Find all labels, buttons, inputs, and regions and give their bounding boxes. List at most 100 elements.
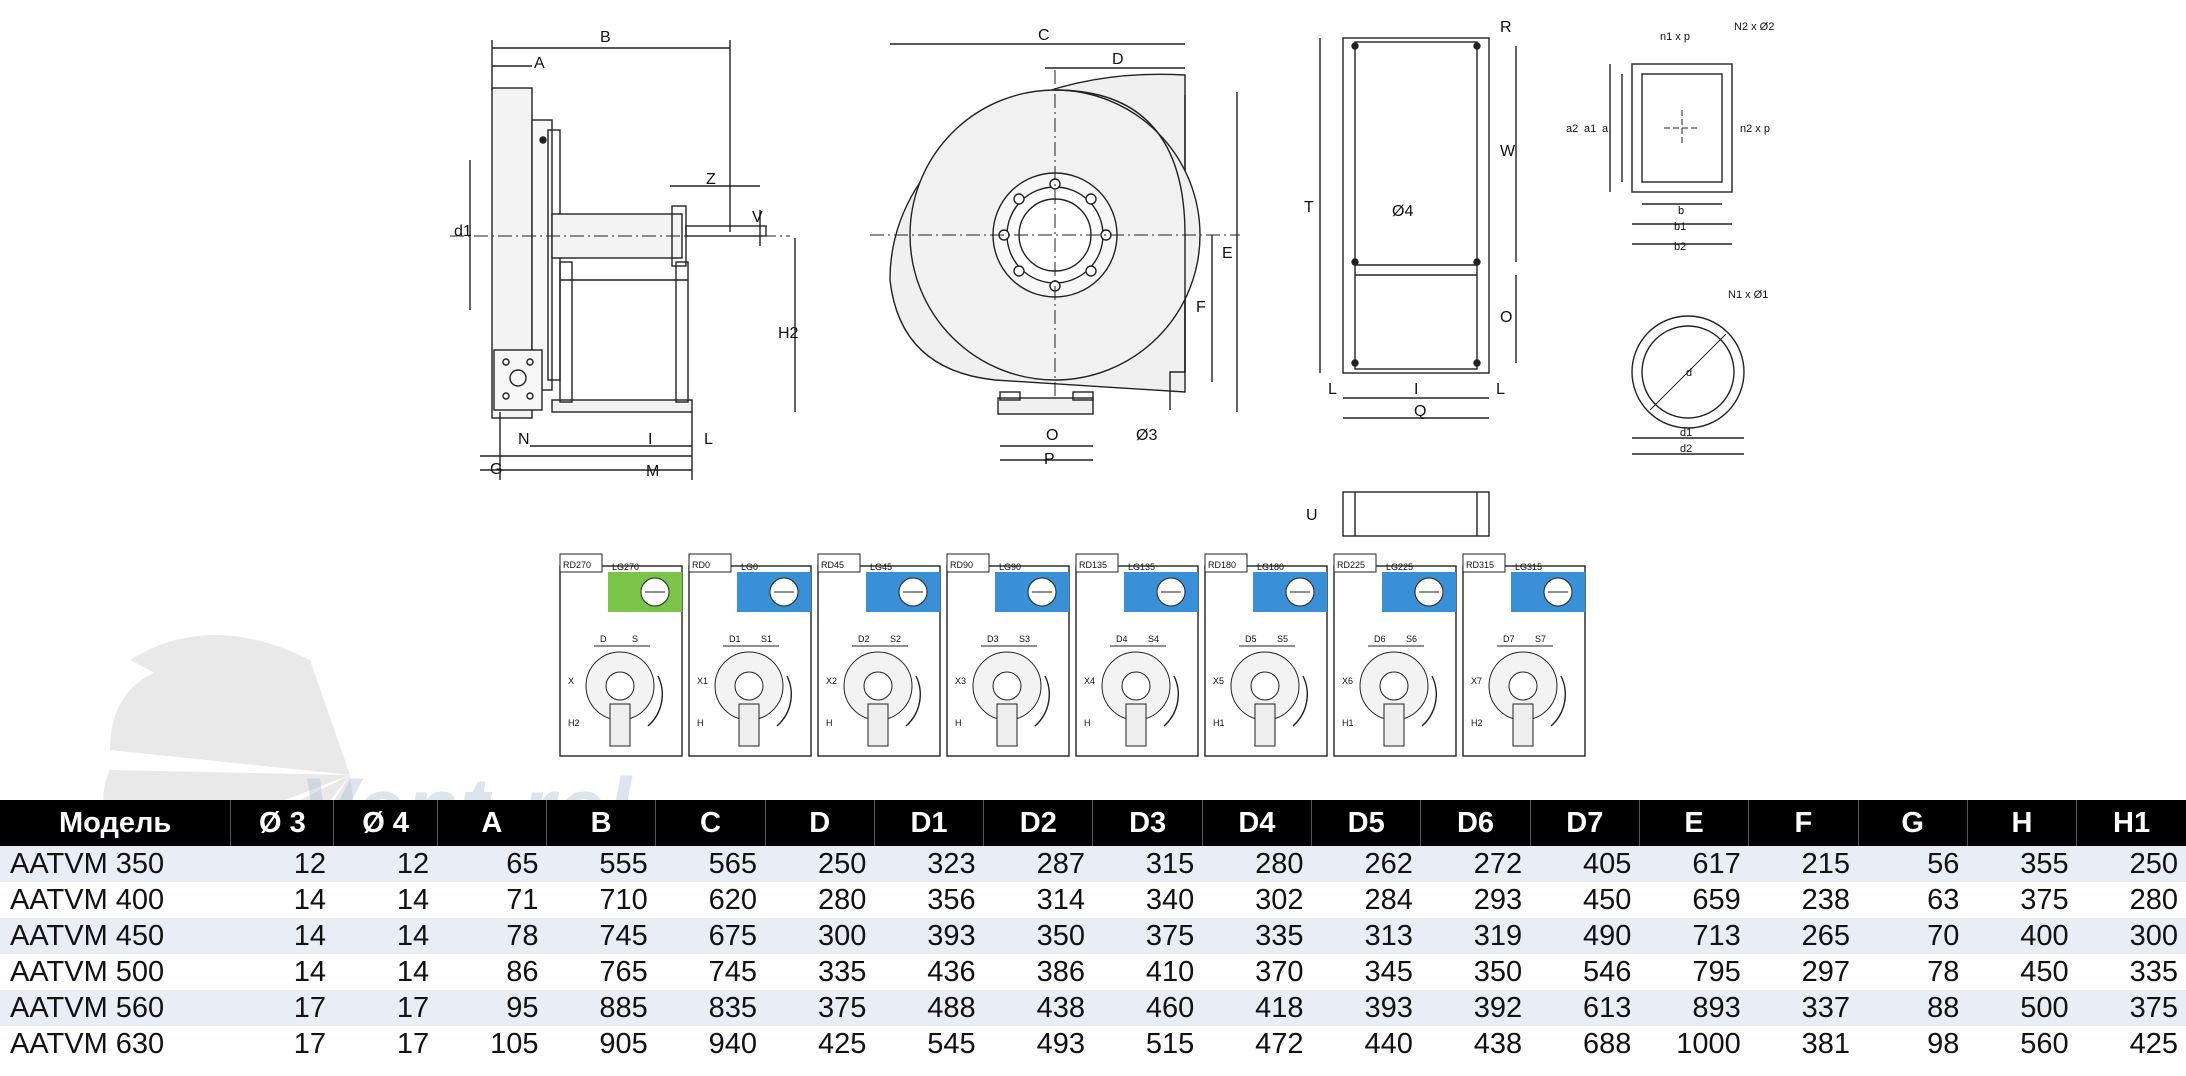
dim-s-label: S7 xyxy=(1535,634,1546,644)
dim-label: C xyxy=(1038,27,1050,44)
dim-d-label: D7 xyxy=(1503,634,1515,644)
model-cell: AATVM 400 xyxy=(0,882,231,918)
value-cell: 392 xyxy=(1420,990,1531,1026)
value-cell: 893 xyxy=(1639,990,1749,1026)
value-cell: 340 xyxy=(1092,882,1203,918)
rotation-arrow-icon xyxy=(1034,675,1050,727)
value-cell: 293 xyxy=(1420,882,1531,918)
fan-inlet-sketch xyxy=(992,671,1022,701)
rd-label: RD270 xyxy=(563,560,591,570)
dim-label: Ø4 xyxy=(1392,203,1413,220)
value-cell: 14 xyxy=(333,918,438,954)
header-model: Модель xyxy=(0,800,231,846)
frame-view xyxy=(1319,37,1517,537)
value-cell: 375 xyxy=(2076,990,2186,1026)
dim-label: F xyxy=(1196,299,1206,316)
dim-label: R xyxy=(1500,19,1512,36)
dim-s-label: S3 xyxy=(1019,634,1030,644)
dim-d-label: D6 xyxy=(1374,634,1386,644)
dim-d-label: D2 xyxy=(858,634,870,644)
square-flange xyxy=(1609,63,1733,245)
rd-label-box xyxy=(817,553,861,573)
rd-label-box xyxy=(1462,553,1506,573)
value-cell: 335 xyxy=(765,954,875,990)
value-cell: 17 xyxy=(333,990,438,1026)
lg-label: LG270 xyxy=(612,562,639,572)
value-cell: 280 xyxy=(1202,846,1312,882)
value-cell: 95 xyxy=(437,990,547,1026)
value-cell: 500 xyxy=(1967,990,2077,1026)
value-cell: 300 xyxy=(765,918,875,954)
value-cell: 405 xyxy=(1530,846,1640,882)
value-cell: 250 xyxy=(2076,846,2186,882)
value-cell: 105 xyxy=(437,1026,547,1062)
value-cell: 12 xyxy=(333,846,438,882)
value-cell: 613 xyxy=(1530,990,1640,1026)
value-cell: 375 xyxy=(1092,918,1203,954)
dim-label: a2 xyxy=(1566,123,1578,135)
value-cell: 323 xyxy=(874,846,984,882)
value-cell: 393 xyxy=(874,918,984,954)
header-a: A xyxy=(436,800,547,846)
dim-label: A xyxy=(534,55,545,72)
value-cell: 438 xyxy=(983,990,1093,1026)
dim-label: b xyxy=(1678,205,1684,217)
lg-label: LG180 xyxy=(1257,562,1284,572)
rd-label-box xyxy=(946,553,990,573)
dim-label: b1 xyxy=(1674,221,1686,233)
dim-d-label: D4 xyxy=(1116,634,1128,644)
dim-h-label: H1 xyxy=(1342,718,1354,728)
dim-x-label: X5 xyxy=(1213,676,1224,686)
header-d3: D3 xyxy=(1092,800,1203,846)
value-cell: 215 xyxy=(1748,846,1859,882)
value-cell: 713 xyxy=(1639,918,1749,954)
rd-label-box xyxy=(688,553,732,573)
rd-label: RD90 xyxy=(950,560,973,570)
header-g: G xyxy=(1857,800,1968,846)
fan-base-sketch xyxy=(1254,703,1276,747)
rd-label-box xyxy=(1333,553,1377,573)
lg-label: LG225 xyxy=(1386,562,1413,572)
dim-x-label: X xyxy=(568,676,574,686)
fan-base-sketch xyxy=(609,703,631,747)
dim-label: I xyxy=(648,431,652,448)
value-cell: 272 xyxy=(1420,846,1531,882)
value-cell: 425 xyxy=(2076,1026,2186,1062)
value-cell: 314 xyxy=(983,882,1093,918)
dim-d-label: D3 xyxy=(987,634,999,644)
specification-table: Модель Ø 3 Ø 4 A B C D D1 D2 D3 D4 D5 D6… xyxy=(0,800,2186,1062)
value-cell: 1000 xyxy=(1639,1026,1749,1062)
front-view-labels: C D E F O P Ø3 xyxy=(1038,27,1233,468)
dim-label: d2 xyxy=(1680,443,1692,455)
value-cell: 315 xyxy=(1092,846,1203,882)
value-cell: 675 xyxy=(655,918,766,954)
value-cell: 659 xyxy=(1639,882,1749,918)
value-cell: 905 xyxy=(546,1026,656,1062)
dim-label: L xyxy=(1496,381,1505,398)
dim-label: V xyxy=(752,209,763,226)
dim-x-label: X2 xyxy=(826,676,837,686)
dim-h-label: H2 xyxy=(568,718,580,728)
dim-d-label: D5 xyxy=(1245,634,1257,644)
value-cell: 393 xyxy=(1311,990,1421,1026)
value-cell: 493 xyxy=(983,1026,1093,1062)
value-cell: 17 xyxy=(230,1026,334,1062)
dim-label: Ø3 xyxy=(1136,427,1157,444)
table-header-row: Модель Ø 3 Ø 4 A B C D D1 D2 D3 D4 D5 D6… xyxy=(0,800,2186,846)
value-cell: 63 xyxy=(1858,882,1968,918)
round-flange xyxy=(1631,315,1745,455)
dim-label: O xyxy=(1046,427,1058,444)
value-cell: 745 xyxy=(546,918,656,954)
value-cell: 410 xyxy=(1092,954,1203,990)
value-cell: 56 xyxy=(1858,846,1968,882)
frame-view-labels: R W T Ø4 O L I L Q U xyxy=(1304,19,1516,524)
value-cell: 620 xyxy=(655,882,766,918)
value-cell: 356 xyxy=(874,882,984,918)
value-cell: 795 xyxy=(1639,954,1749,990)
dim-label: I xyxy=(1414,381,1418,398)
lg-label: LG0 xyxy=(741,562,758,572)
dim-x-label: X1 xyxy=(697,676,708,686)
dim-label: U xyxy=(1306,507,1318,524)
